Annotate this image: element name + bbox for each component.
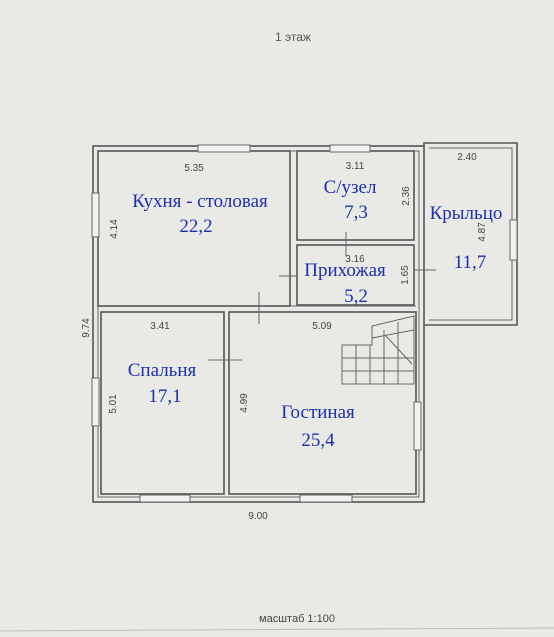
hall-room (296, 244, 415, 306)
dim-bedroom-width: 3.41 (150, 321, 170, 332)
bathroom-name: С/узел (324, 177, 377, 198)
dim-overall-height: 9.74 (81, 318, 92, 338)
bedroom-window-bottom (139, 494, 191, 503)
porch-window-right (509, 219, 518, 261)
outer-wall (92, 145, 425, 503)
hall-area: 5,2 (344, 286, 368, 307)
porch-name: Крыльцо (430, 203, 503, 224)
bedroom-name: Спальня (128, 360, 197, 381)
floor-title: 1 этаж (275, 30, 311, 44)
bedroom-window-left (91, 377, 100, 427)
kitchen-name: Кухня - столовая (132, 191, 268, 212)
porch-outline (423, 142, 518, 326)
dim-hall-height: 1.65 (400, 265, 411, 285)
dim-kitchen-width: 5.35 (184, 163, 204, 174)
kitchen-window-left (91, 192, 100, 238)
living-window-right (413, 401, 422, 451)
bedroom-room (100, 311, 225, 495)
bathroom-area: 7,3 (344, 202, 368, 223)
kitchen-area: 22,2 (179, 216, 212, 237)
dim-living-height: 4.99 (239, 393, 250, 413)
staircase (341, 315, 415, 385)
dim-overall-width: 9.00 (248, 511, 268, 522)
bathroom-window-top (329, 144, 371, 153)
paper-edge (0, 627, 554, 632)
dim-bathroom-height: 2.36 (401, 186, 412, 206)
living-name: Гостиная (281, 402, 355, 423)
dim-bedroom-height: 5.01 (108, 394, 119, 414)
dim-kitchen-height: 4.14 (109, 219, 120, 239)
dim-living-width: 5.09 (312, 321, 332, 332)
dim-hall-width: 3.16 (345, 254, 365, 265)
living-window-bottom (299, 494, 353, 503)
dim-porch-width: 2.40 (457, 152, 477, 163)
scale-label: масштаб 1:100 (259, 613, 335, 625)
dim-porch-height: 4.87 (477, 222, 488, 242)
living-area: 25,4 (301, 430, 335, 451)
bedroom-area: 17,1 (148, 386, 181, 407)
kitchen-window-top (197, 144, 251, 153)
hall-name: Прихожая (304, 260, 386, 281)
porch-area: 11,7 (454, 252, 487, 273)
dim-bathroom-width: 3.11 (346, 161, 365, 172)
